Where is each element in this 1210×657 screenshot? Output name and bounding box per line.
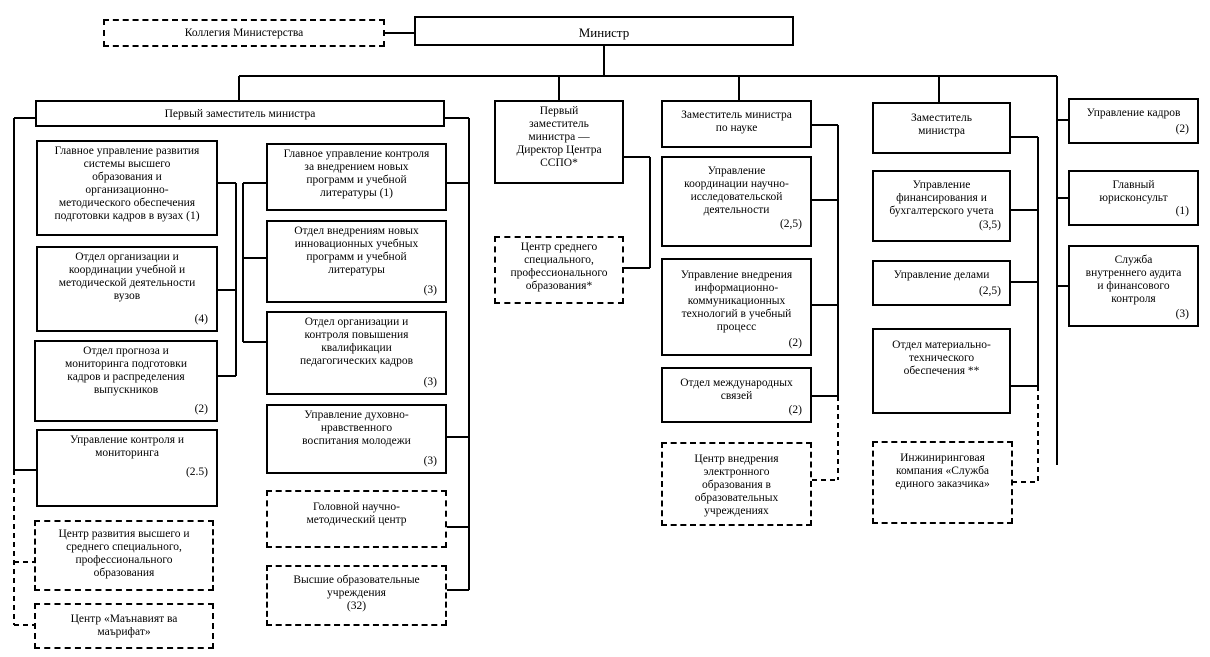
left-unit-2-count: (4) bbox=[194, 313, 208, 325]
deputy-unit-4: Инжиниринговая компания «Служба единого … bbox=[872, 441, 1013, 524]
sspo-center-label: Центр среднего специального, профессиона… bbox=[510, 241, 608, 292]
right-unit-2-count: (3) bbox=[423, 284, 437, 296]
right-unit-3: Отдел организации и контроля повышения к… bbox=[266, 311, 447, 395]
left-unit-3-count: (2) bbox=[194, 403, 208, 415]
right-unit-3-label: Отдел организации и контроля повышения к… bbox=[299, 316, 414, 367]
direct-unit-2: Главный юрисконсульт (1) bbox=[1068, 170, 1199, 226]
sspo-deputy-box: Первый заместитель министра — Директор Ц… bbox=[494, 100, 624, 184]
left-unit-5-label: Центр развития высшего и среднего специа… bbox=[58, 528, 190, 579]
deputy-unit-1-count: (3,5) bbox=[978, 219, 1001, 231]
direct-unit-2-count: (1) bbox=[1175, 205, 1189, 217]
direct-unit-1: Управление кадров (2) bbox=[1068, 98, 1199, 144]
deputy-unit-1: Управление финансирования и бухгалтерско… bbox=[872, 170, 1011, 242]
left-unit-5: Центр развития высшего и среднего специа… bbox=[34, 520, 214, 591]
science-unit-3-count: (2) bbox=[788, 404, 802, 416]
first-deputy-label: Первый заместитель министра bbox=[164, 108, 316, 120]
left-unit-3: Отдел прогноза и мониторинга подготовки … bbox=[34, 340, 218, 422]
right-unit-1: Главное управление контроля за внедрение… bbox=[266, 143, 447, 211]
right-unit-2-label: Отдел внедрениям новых инновационных уче… bbox=[294, 225, 419, 276]
first-deputy-box: Первый заместитель министра bbox=[35, 100, 445, 127]
sspo-deputy-label: Первый заместитель министра — Директор Ц… bbox=[516, 105, 602, 169]
ministry-college-box: Коллегия Министерства bbox=[103, 19, 385, 47]
minister-label: Министр bbox=[578, 25, 630, 40]
deputy-unit-3-label: Отдел материально- технического обеспече… bbox=[892, 339, 991, 377]
left-unit-2-label: Отдел организации и координации учебной … bbox=[58, 251, 196, 302]
right-unit-6-label: Высшие образовательные учреждения (32) bbox=[293, 574, 420, 612]
deputy-unit-3: Отдел материально- технического обеспече… bbox=[872, 328, 1011, 414]
deputy-unit-1-label: Управление финансирования и бухгалтерско… bbox=[889, 179, 994, 217]
right-unit-2: Отдел внедрениям новых инновационных уче… bbox=[266, 220, 447, 303]
science-unit-2-label: Управление внедрения информационно- комм… bbox=[680, 269, 793, 333]
deputy-unit-4-label: Инжиниринговая компания «Служба единого … bbox=[895, 452, 990, 490]
minister-box: Министр bbox=[414, 16, 794, 46]
left-unit-4-count: (2.5) bbox=[185, 466, 208, 478]
deputy-unit-2-count: (2,5) bbox=[978, 285, 1001, 297]
right-unit-5: Головной научно- методический центр bbox=[266, 490, 447, 548]
right-unit-6: Высшие образовательные учреждения (32) bbox=[266, 565, 447, 626]
left-unit-1: Главное управление развития системы высш… bbox=[36, 140, 218, 236]
science-unit-2: Управление внедрения информационно- комм… bbox=[661, 258, 812, 356]
science-unit-1-label: Управление координации научно- исследова… bbox=[684, 165, 789, 216]
right-unit-4: Управление духовно- нравственного воспит… bbox=[266, 404, 447, 474]
deputy-unit-2-label: Управление делами bbox=[893, 269, 990, 281]
direct-unit-3-label: Служба внутреннего аудита и финансового … bbox=[1085, 254, 1182, 305]
ministry-college-label: Коллегия Министерства bbox=[184, 27, 304, 39]
direct-unit-3-count: (3) bbox=[1175, 308, 1189, 320]
right-unit-4-count: (3) bbox=[423, 455, 437, 467]
deputy-box: Заместитель министра bbox=[872, 102, 1011, 154]
deputy-unit-2: Управление делами (2,5) bbox=[872, 260, 1011, 306]
science-deputy-box: Заместитель министра по науке bbox=[661, 100, 812, 148]
science-unit-1-count: (2,5) bbox=[779, 218, 802, 230]
science-unit-1: Управление координации научно- исследова… bbox=[661, 156, 812, 247]
direct-unit-2-label: Главный юрисконсульт bbox=[1099, 179, 1168, 204]
science-unit-4-label: Центр внедрения электронного образования… bbox=[694, 453, 779, 517]
direct-unit-3: Служба внутреннего аудита и финансового … bbox=[1068, 245, 1199, 327]
science-unit-3-label: Отдел международных связей bbox=[680, 377, 793, 402]
left-unit-3-label: Отдел прогноза и мониторинга подготовки … bbox=[65, 345, 187, 396]
right-unit-1-label: Главное управление контроля за внедрение… bbox=[283, 148, 430, 199]
right-unit-3-count: (3) bbox=[423, 376, 437, 388]
science-unit-4: Центр внедрения электронного образования… bbox=[661, 442, 812, 526]
right-unit-4-label: Управление духовно- нравственного воспит… bbox=[302, 409, 411, 447]
left-unit-2: Отдел организации и координации учебной … bbox=[36, 246, 218, 332]
deputy-label: Заместитель министра bbox=[911, 112, 972, 137]
left-unit-6-label: Центр «Маънавият ва маърифат» bbox=[70, 613, 178, 638]
science-deputy-label: Заместитель министра по науке bbox=[681, 109, 792, 134]
left-unit-4-label: Управление контроля и мониторинга bbox=[69, 434, 185, 459]
science-unit-3: Отдел международных связей (2) bbox=[661, 367, 812, 423]
science-unit-2-count: (2) bbox=[788, 337, 802, 349]
right-unit-5-label: Головной научно- методический центр bbox=[306, 501, 407, 526]
direct-unit-1-count: (2) bbox=[1175, 123, 1189, 135]
direct-unit-1-label: Управление кадров bbox=[1086, 107, 1181, 119]
sspo-center-box: Центр среднего специального, профессиона… bbox=[494, 236, 624, 304]
left-unit-1-label: Главное управление развития системы высш… bbox=[54, 145, 200, 222]
left-unit-6: Центр «Маънавият ва маърифат» bbox=[34, 603, 214, 649]
left-unit-4: Управление контроля и мониторинга (2.5) bbox=[36, 429, 218, 507]
